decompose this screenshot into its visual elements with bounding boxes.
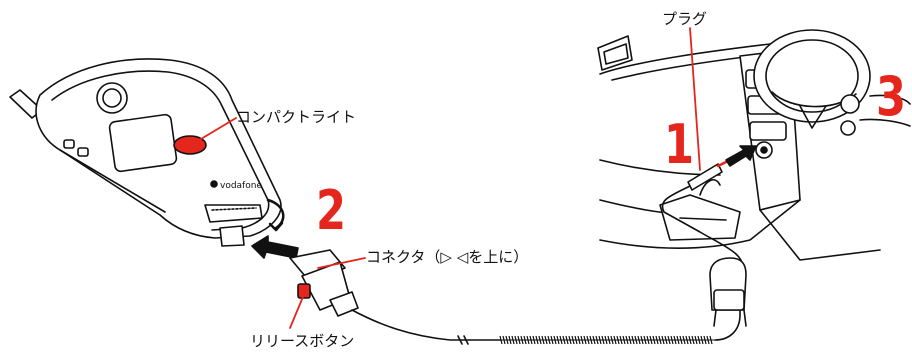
compact-light-label: コンパクトライト: [236, 108, 357, 126]
connector-illustration: [251, 235, 366, 329]
coil-segment: [499, 335, 713, 345]
step-number-3: 3: [876, 65, 907, 128]
phone-illustration: [9, 58, 285, 247]
brand-logo-text: vodafone: [220, 181, 262, 191]
compact-light-callout: [195, 117, 237, 143]
step-number-1: 1: [664, 113, 695, 176]
plug-label: プラグ: [662, 10, 708, 28]
step-number-2: 2: [316, 179, 347, 242]
release-button-label: リリースボタン: [250, 332, 355, 350]
car-dashboard-illustration: [597, 27, 911, 327]
cable: [351, 304, 741, 345]
connector-label: コネクタ（▷ ◁を上に）: [366, 248, 529, 266]
